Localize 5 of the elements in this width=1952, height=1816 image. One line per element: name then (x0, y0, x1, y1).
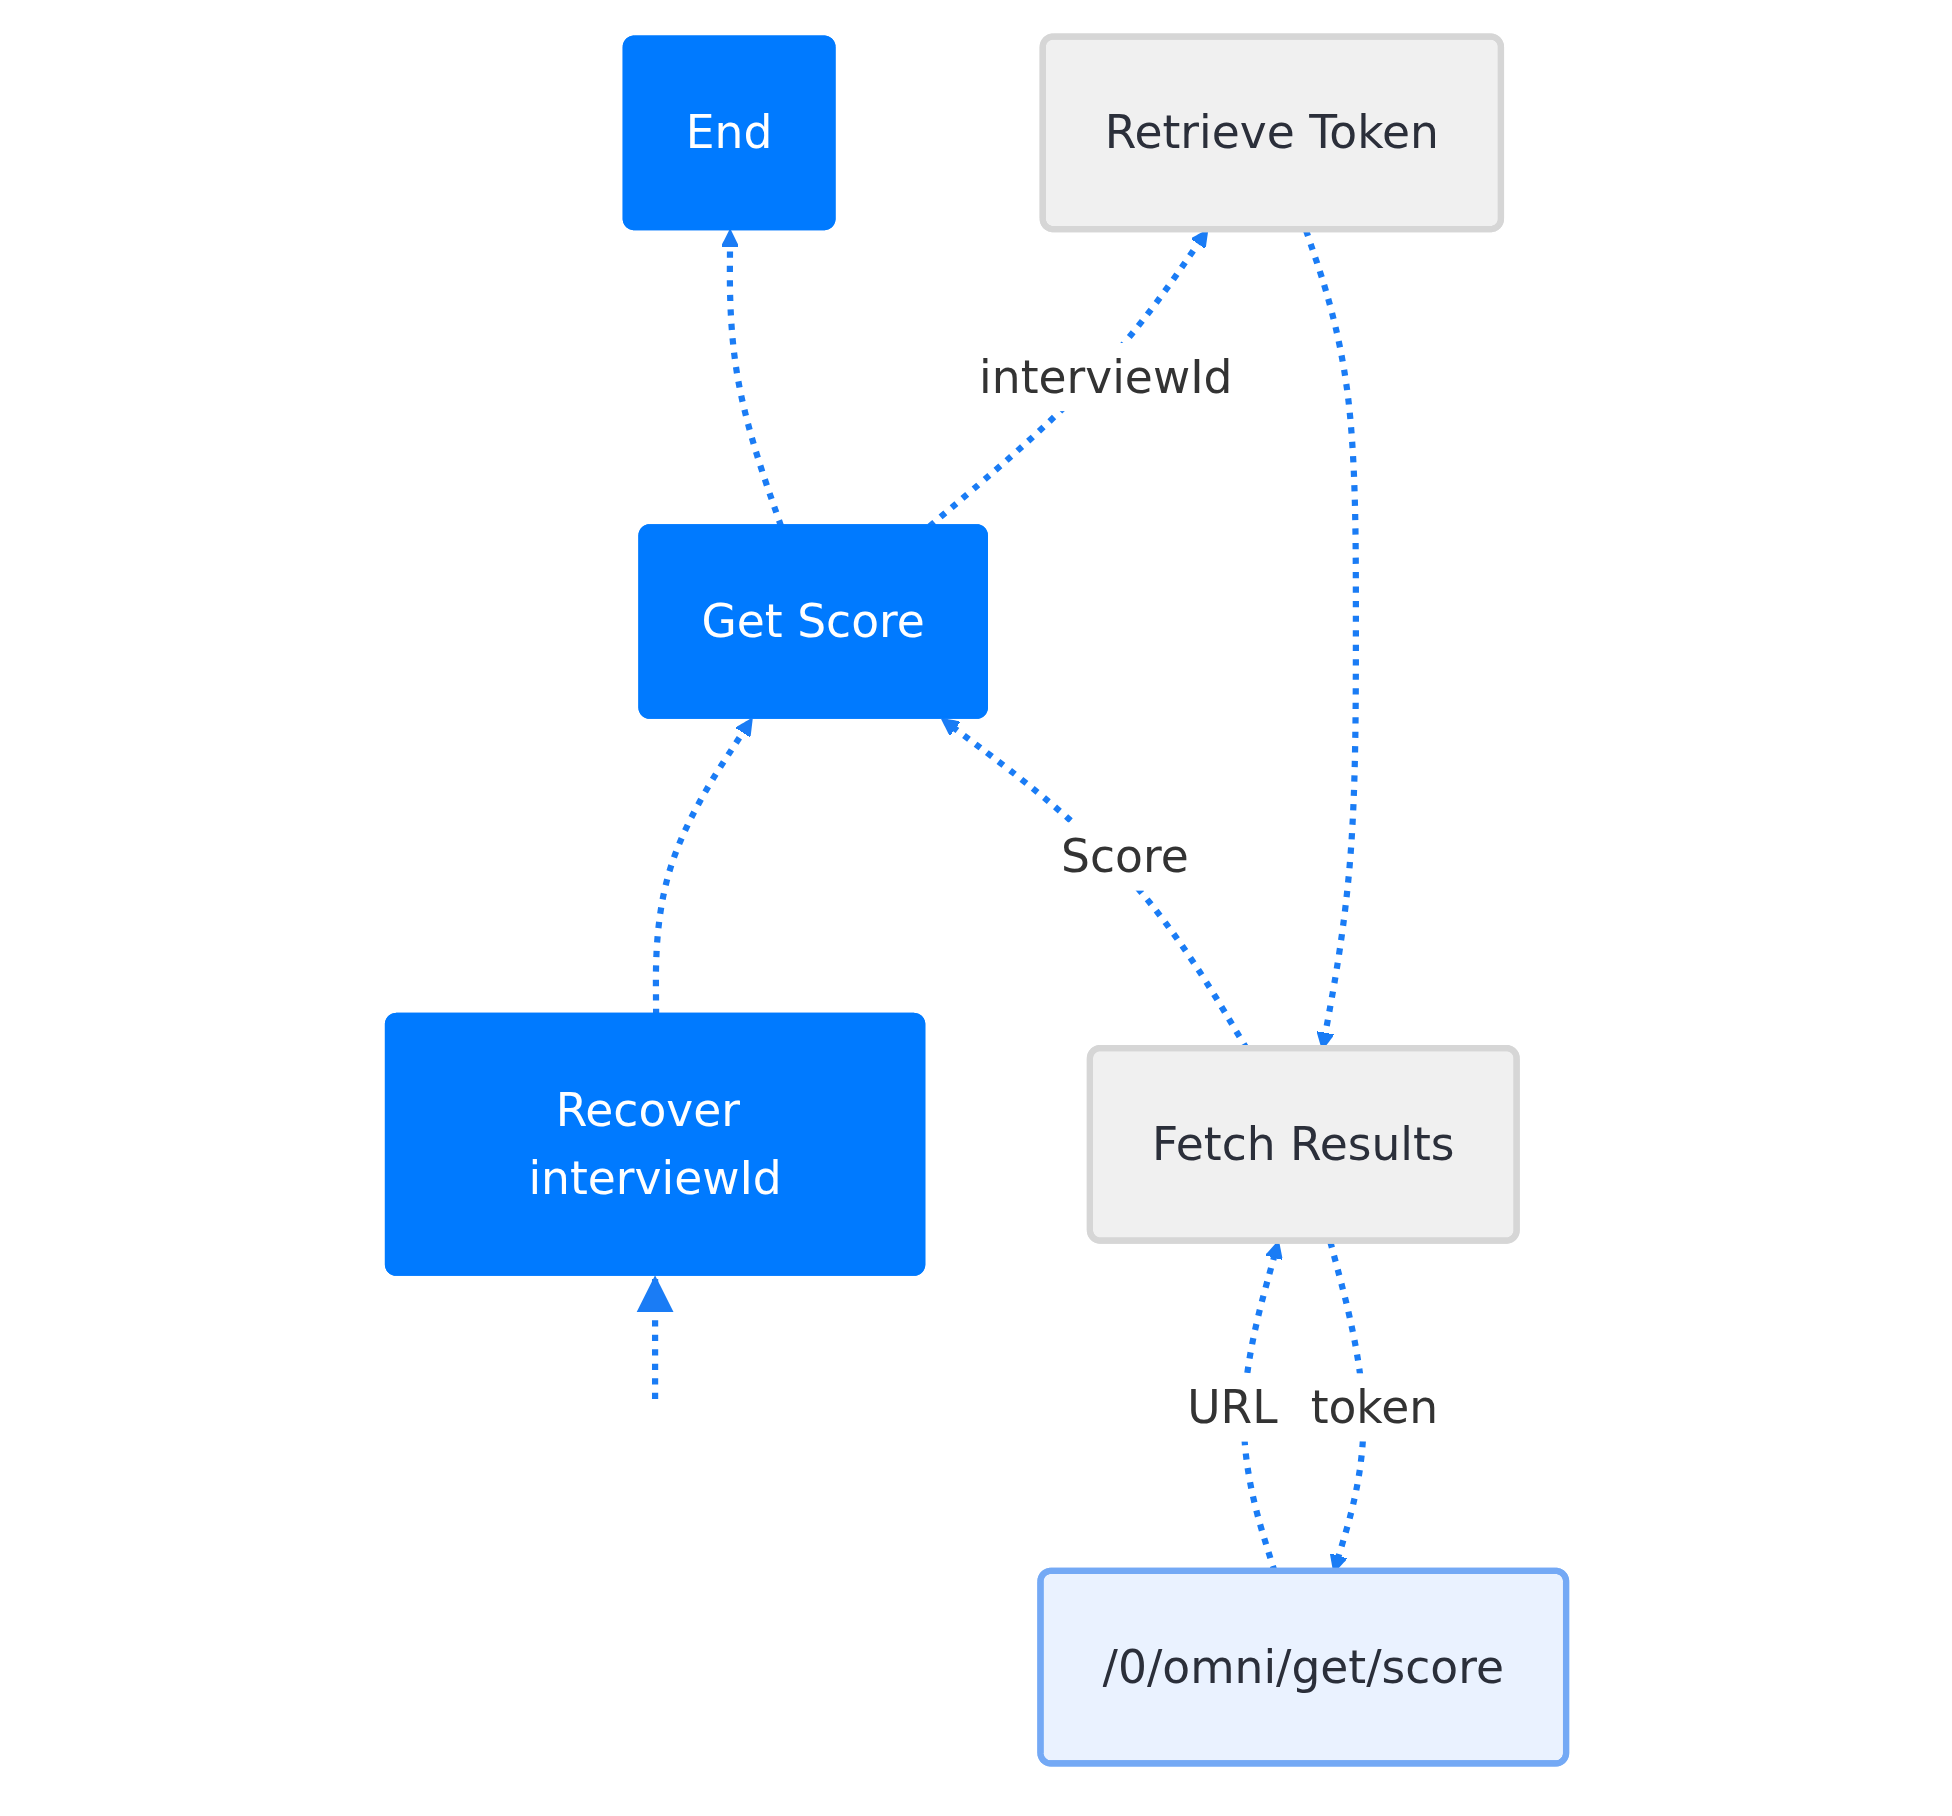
arrow (652, 718, 753, 1015)
edge-label: token (1310, 1381, 1439, 1434)
edge-label: URL (1187, 1381, 1278, 1434)
edge-label: Score (1061, 830, 1189, 883)
edge-label: interviewId (979, 351, 1233, 404)
